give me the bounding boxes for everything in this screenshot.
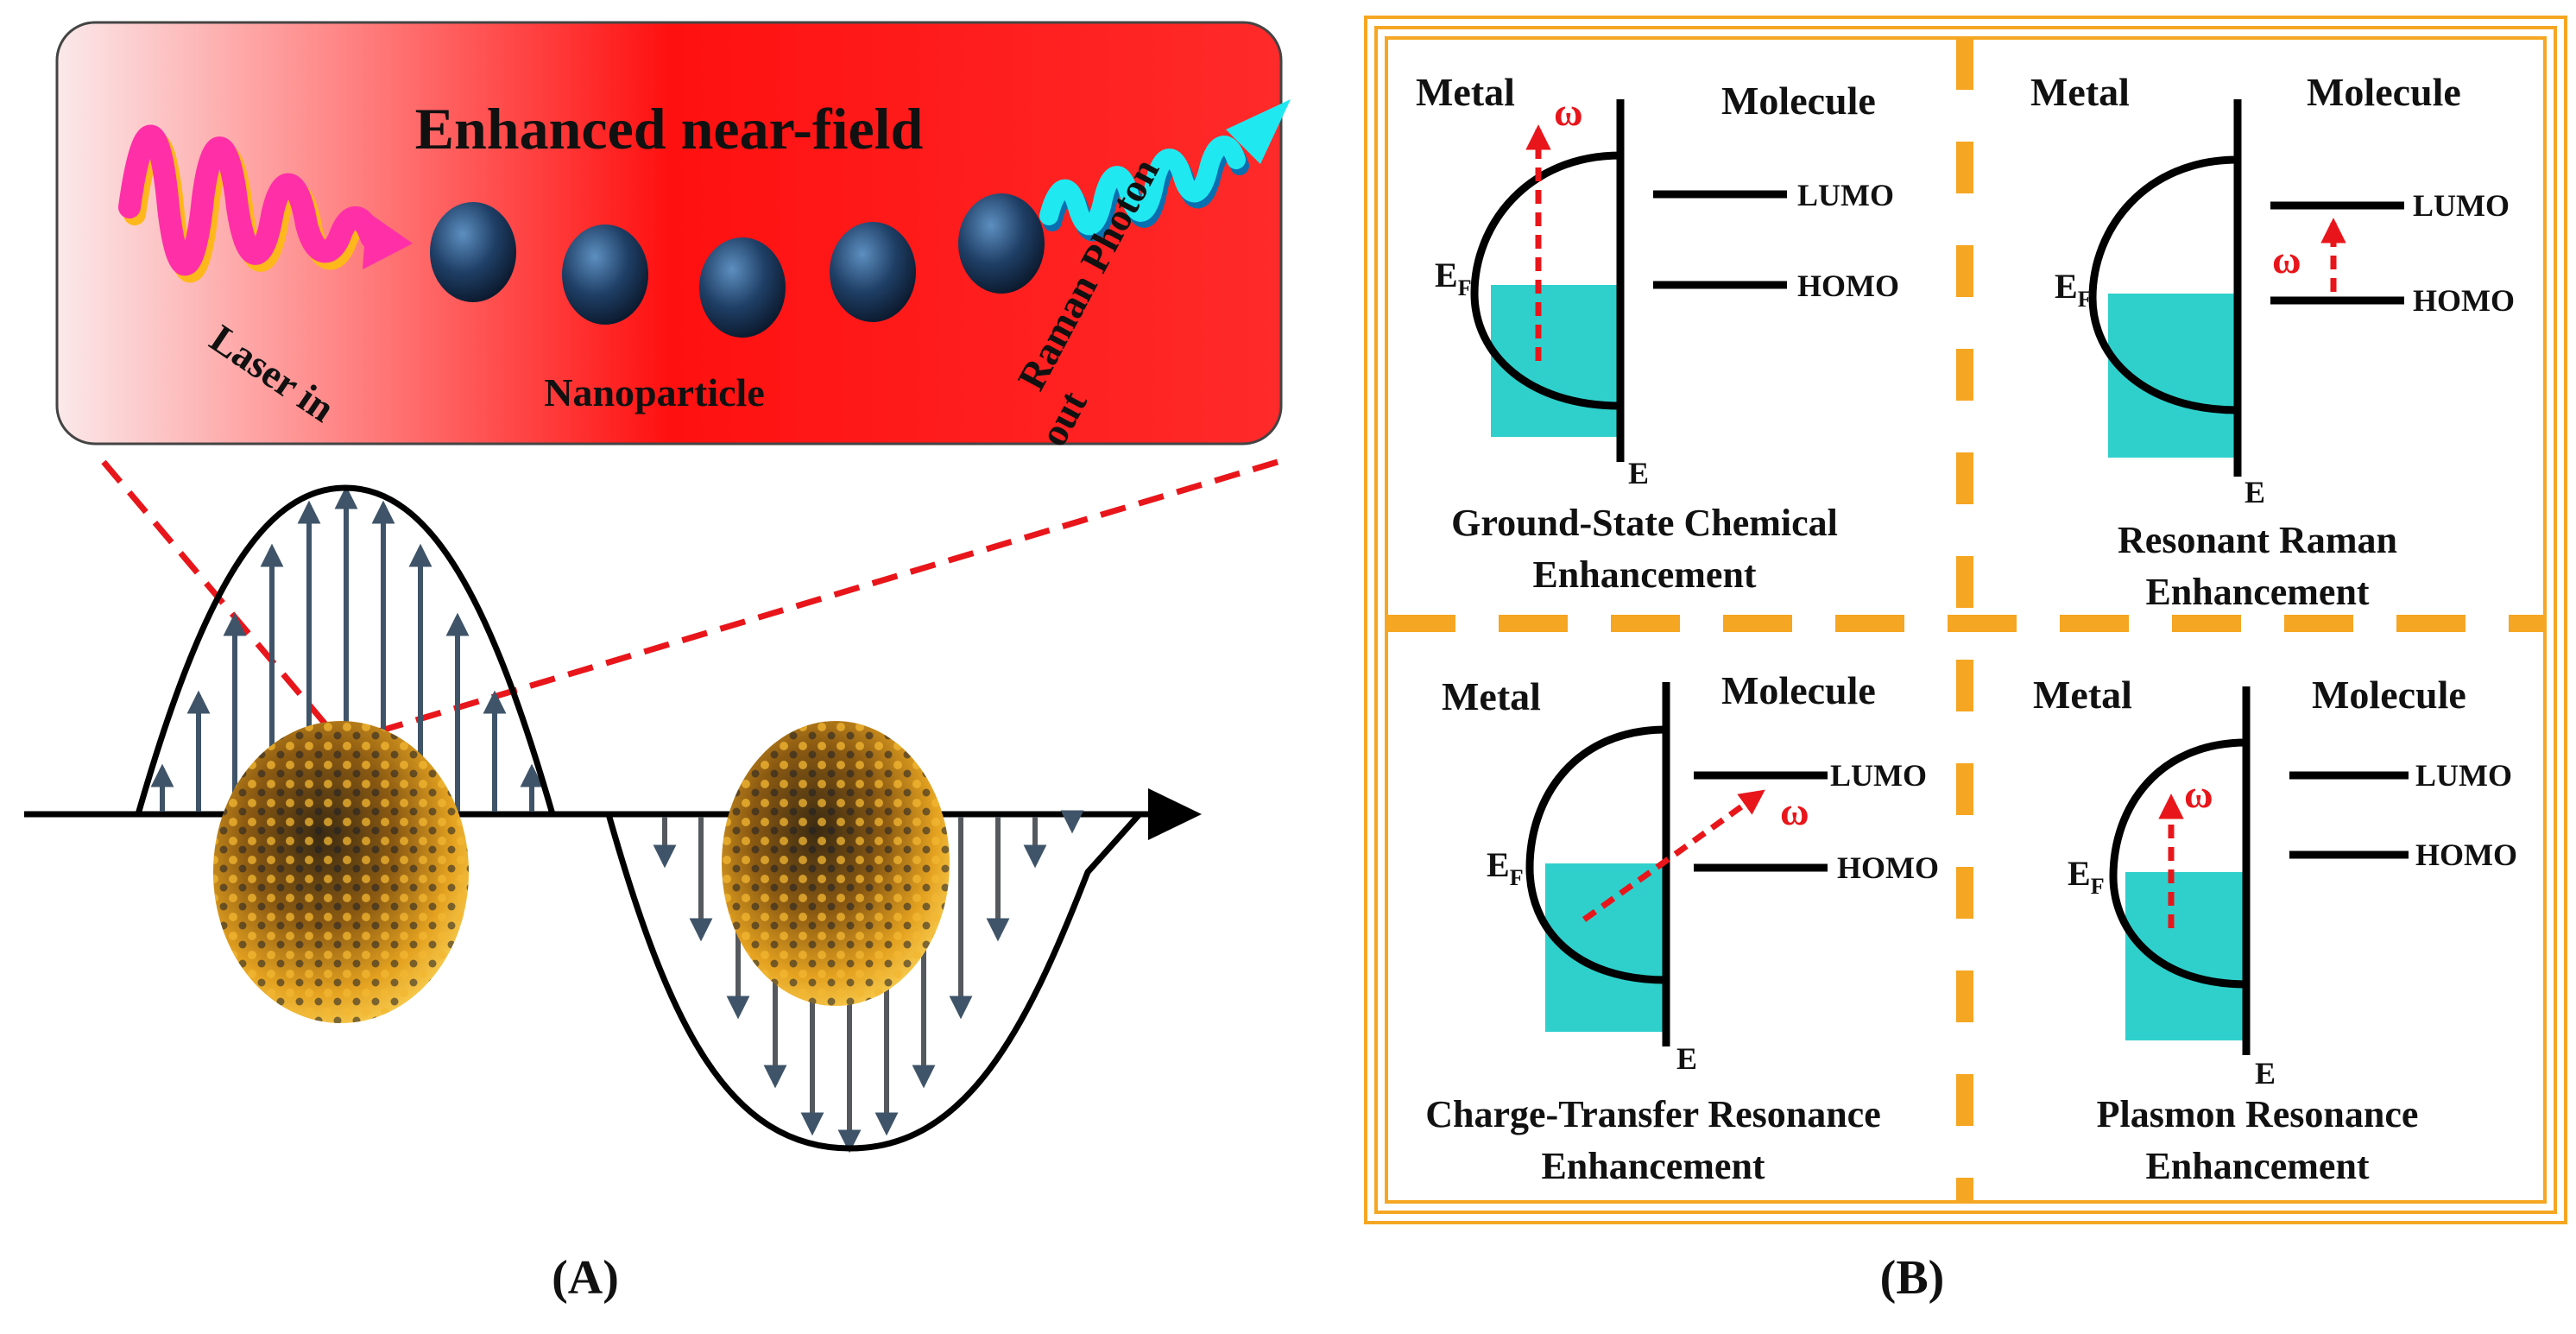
mechanism-title: Plasmon Resonance <box>2097 1093 2419 1135</box>
omega-label: ω <box>1780 789 1809 833</box>
raman-photon-out-icon <box>1039 99 1291 242</box>
omega-label: ω <box>2184 772 2213 816</box>
mechanism-title-line2: Enhancement <box>1541 1145 1765 1187</box>
omega-label: ω <box>1554 90 1583 134</box>
homo-label: HOMO <box>2415 838 2517 872</box>
density-of-states-curve <box>1470 151 1621 410</box>
molecule-label: Molecule <box>2307 70 2461 114</box>
homo-label: HOMO <box>1797 269 1899 303</box>
omega-label: ω <box>2272 237 2301 281</box>
energy-axis-label: E <box>2255 1056 2276 1091</box>
panel-a-caption: (A) <box>552 1251 619 1305</box>
metal-label: Metal <box>2033 673 2132 717</box>
homo-label: HOMO <box>1837 850 1939 885</box>
zoom-line-right <box>339 458 1279 746</box>
fermi-level-label: EF <box>2068 854 2105 899</box>
gold-nanoparticle-left <box>213 721 469 1023</box>
density-of-states-curve <box>2088 155 2238 414</box>
nanoparticle-label: Nanoparticle <box>544 370 765 414</box>
zoom-line-left <box>101 459 344 745</box>
energy-axis-label: E <box>2245 475 2265 509</box>
energy-axis-label: E <box>1628 456 1649 490</box>
nanoparticle-2 <box>562 224 648 325</box>
fermi-sea <box>2125 872 2246 1040</box>
metal-label: Metal <box>2030 70 2130 114</box>
gold-nanoparticle-right <box>722 721 950 1006</box>
lumo-label: LUMO <box>2413 188 2510 223</box>
quadrant-charge-transfer: Metal Molecule ω LUMO HOMO EF E Charge-T… <box>1425 668 1939 1187</box>
density-of-states-curve <box>1525 725 1667 984</box>
mechanism-title-line2: Enhancement <box>2145 571 2369 613</box>
lumo-label: LUMO <box>1797 178 1894 212</box>
molecule-label: Molecule <box>1721 668 1876 712</box>
near-field-banner: Enhanced near-field Laser in Nanoparticl… <box>55 21 1291 453</box>
fermi-level-label: EF <box>1435 256 1472 300</box>
fermi-sea <box>1491 285 1620 437</box>
molecule-label: Molecule <box>1721 79 1876 123</box>
nanoparticle-3 <box>699 237 786 338</box>
mechanism-title-line2: Enhancement <box>1532 553 1756 596</box>
lumo-label: LUMO <box>2415 758 2512 793</box>
mechanism-title-line2: Enhancement <box>2145 1145 2369 1187</box>
nanoparticle-4 <box>830 222 916 322</box>
metal-label: Metal <box>1416 70 1515 114</box>
panel-a: Enhanced near-field Laser in Nanoparticl… <box>24 21 1291 1305</box>
metal-label: Metal <box>1442 674 1541 718</box>
electric-field-wave <box>135 484 1142 1152</box>
panel-b-caption: (B) <box>1880 1251 1945 1305</box>
energy-axis-label: E <box>1676 1041 1697 1076</box>
density-of-states-curve <box>2109 738 2247 989</box>
panel-b: Metal Molecule ω LUMO HOMO EF E Ground-S… <box>1364 16 2567 1305</box>
homo-label: HOMO <box>2413 283 2515 318</box>
fermi-level-label: EF <box>2055 267 2092 312</box>
mechanism-title: Charge-Transfer Resonance <box>1425 1093 1881 1135</box>
quadrant-ground-state: Metal Molecule ω LUMO HOMO EF E Ground-S… <box>1416 70 1899 596</box>
quadrant-resonant-raman: Metal Molecule ω LUMO HOMO EF E Resonant… <box>2030 70 2515 613</box>
mechanism-title: Resonant Raman <box>2118 519 2397 561</box>
nanoparticle-1 <box>430 202 516 302</box>
mechanism-title: Ground-State Chemical <box>1451 502 1838 544</box>
lumo-label: LUMO <box>1830 758 1927 793</box>
nanoparticle-5 <box>958 193 1045 294</box>
laser-in-icon <box>118 124 413 283</box>
fermi-level-label: EF <box>1487 845 1524 890</box>
excitation-arrow <box>1582 789 1765 922</box>
nanoparticle-row <box>430 193 1045 338</box>
molecule-label: Molecule <box>2312 673 2466 717</box>
banner-title: Enhanced near-field <box>415 96 924 161</box>
quadrant-plasmon-resonance: Metal Molecule ω LUMO HOMO EF E Plasmon … <box>2033 673 2517 1187</box>
